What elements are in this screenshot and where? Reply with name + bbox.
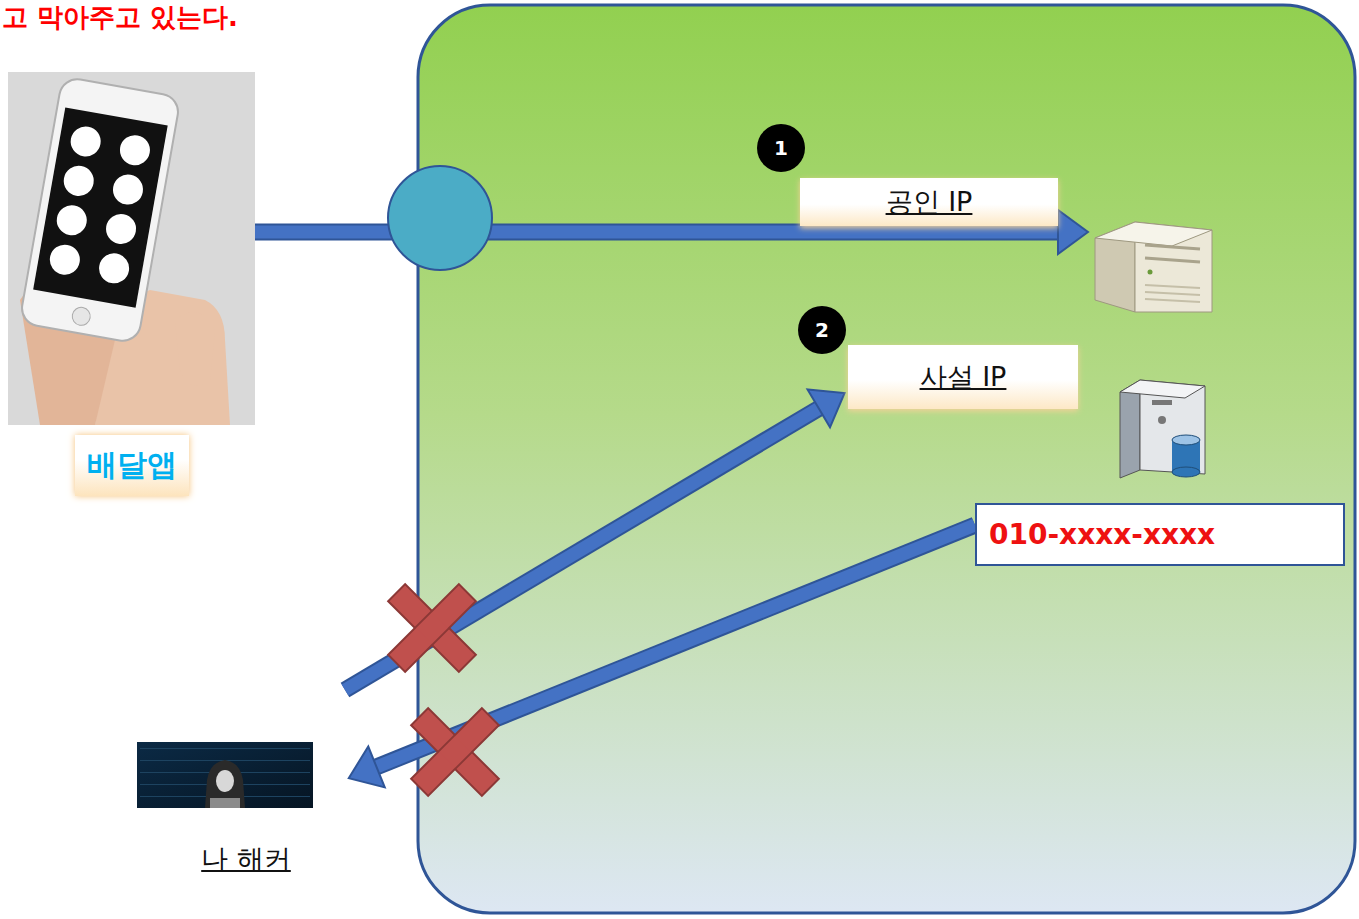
server-icon [1095, 222, 1212, 312]
hacker-illustration [137, 742, 313, 808]
gateway-circle [388, 166, 492, 270]
arrow-shaft [345, 408, 819, 690]
node-label: 공인 IP [800, 178, 1058, 226]
hacker-node: 나 해커 [135, 690, 345, 885]
public-server-node: 공인 IP [1092, 216, 1216, 312]
arrow-outline [255, 224, 1058, 241]
callout-circle [798, 306, 846, 354]
callout-number: 2 [798, 306, 846, 354]
private-ip-box: 사설 IP [848, 345, 1078, 409]
arrow-shaft [255, 226, 1058, 239]
callout-circle [757, 124, 805, 172]
flow-arrow [345, 390, 845, 690]
arrow-head [349, 747, 385, 788]
node-label: 나 해커 [195, 839, 297, 879]
arrow-head [1058, 210, 1088, 254]
data-box: 010-xxxx-xxxx [975, 503, 1345, 566]
arrow-head [808, 390, 845, 428]
callout-number: 1 [757, 124, 805, 172]
headline-text: 고 막아주고 있는다. [2, 0, 238, 35]
node-label: 010-xxxx-xxxx [975, 503, 1345, 566]
node-label: 배달앱 [75, 435, 189, 496]
node-label: 사설 IP [848, 345, 1078, 409]
app-node: 배달앱 [8, 72, 255, 500]
network-region [418, 5, 1355, 913]
arrow-outline [345, 408, 819, 690]
database-server-icon [1120, 380, 1205, 478]
block-mark [384, 681, 525, 822]
phone-illustration [8, 72, 255, 425]
block-mark [361, 557, 502, 698]
